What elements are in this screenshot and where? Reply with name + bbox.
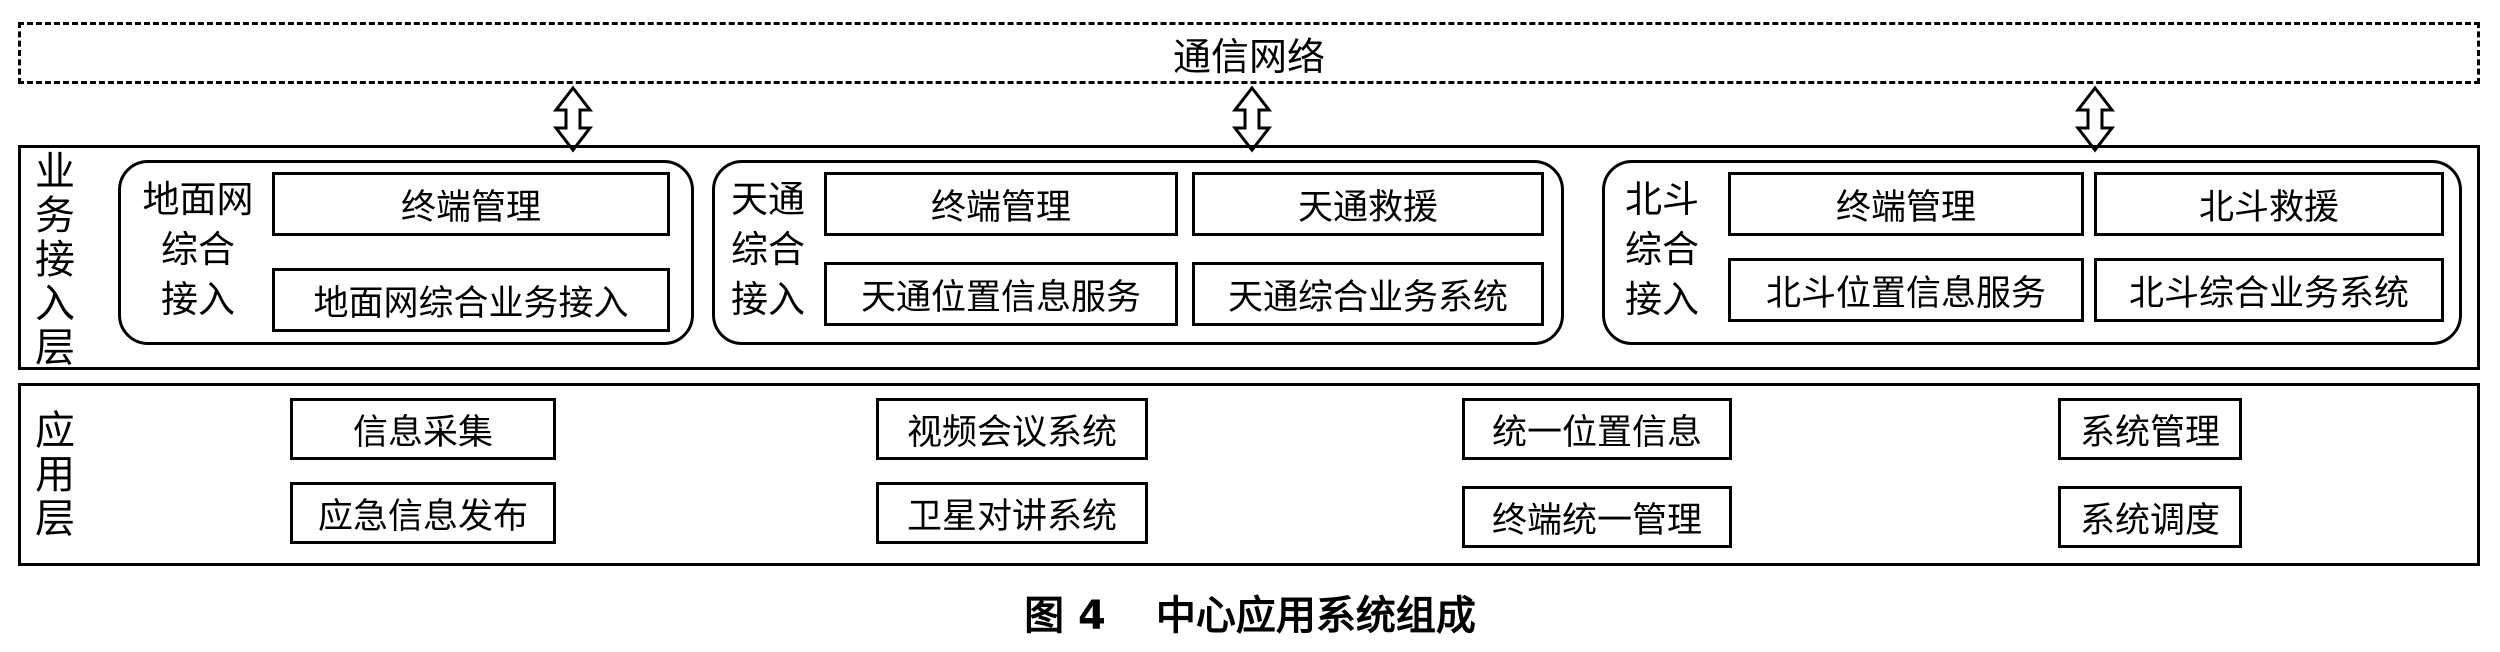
app-system-dispatch-box: 系统调度 — [2058, 486, 2242, 548]
ground-integrated-service-access-box: 地面网综合业务接入 — [272, 268, 670, 332]
arrows-layer — [552, 85, 2116, 153]
app-emergency-info-release-box: 应急信息发布 — [290, 482, 556, 544]
tiantong-rescue-box: 天通救援 — [1192, 172, 1544, 236]
ground-network-access-group — [118, 160, 694, 345]
ground-network-access-label: 地面网 综合 接入 — [142, 178, 254, 321]
app-video-conference-box: 视频会议系统 — [876, 398, 1148, 460]
beidou-access-label: 北斗 综合 接入 — [1625, 178, 1699, 321]
ground-terminal-management-box: 终端管理 — [272, 172, 670, 236]
beidou-rescue-box: 北斗救援 — [2094, 172, 2444, 236]
tiantong-access-label: 天通 综合 接入 — [731, 178, 805, 321]
access-layer-title: 业 务 接 入 层 — [35, 149, 75, 371]
application-layer-title: 应 用 层 — [35, 408, 75, 542]
figure-caption: 图 4 中心应用系统组成 — [0, 582, 2500, 642]
tiantong-location-service-box: 天通位置信息服务 — [824, 262, 1178, 326]
app-system-management-box: 系统管理 — [2058, 398, 2242, 460]
communication-network-box: 通信网络 — [18, 22, 2480, 84]
app-unified-location-box: 统一位置信息 — [1462, 398, 1732, 460]
beidou-access-group — [1602, 160, 2462, 345]
business-access-layer — [18, 145, 2480, 370]
tiantong-terminal-management-box: 终端管理 — [824, 172, 1178, 236]
double-arrow-icon-left — [552, 85, 594, 153]
app-unified-terminal-management-box: 终端统一管理 — [1462, 486, 1732, 548]
beidou-integrated-service-box: 北斗综合业务系统 — [2094, 258, 2444, 322]
beidou-location-service-box: 北斗位置信息服务 — [1728, 258, 2084, 322]
application-layer — [18, 383, 2480, 566]
tiantong-access-group — [712, 160, 1564, 345]
tiantong-integrated-service-box: 天通综合业务系统 — [1192, 262, 1544, 326]
app-info-collection-box: 信息采集 — [290, 398, 556, 460]
double-arrow-icon-right — [2074, 85, 2116, 153]
communication-network-label: 通信网络 — [1172, 34, 1325, 79]
figure-title: 中心应用系统组成 — [1155, 593, 1476, 639]
double-arrow-icon-center — [1231, 85, 1273, 153]
app-satellite-intercom-box: 卫星对讲系统 — [876, 482, 1148, 544]
beidou-terminal-management-box: 终端管理 — [1728, 172, 2084, 236]
figure-number: 图 4 — [1024, 593, 1106, 639]
